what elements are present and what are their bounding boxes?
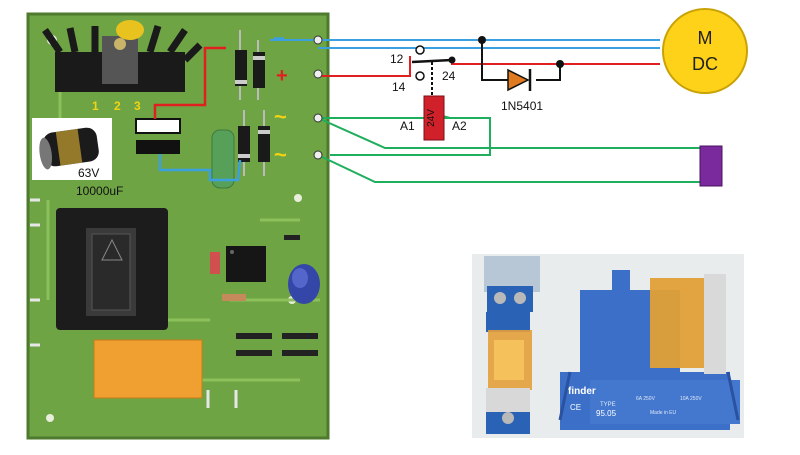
relay-coil-body	[423, 95, 445, 141]
blue-capacitor	[288, 264, 320, 304]
relay-type-label: TYPE	[600, 402, 616, 408]
diode-triangle	[507, 68, 530, 92]
contact-no	[415, 71, 425, 81]
ac-label-2: ~	[274, 142, 287, 167]
dc-motor: M DC	[662, 8, 748, 94]
transformer	[56, 208, 168, 330]
wire-blue-minus	[270, 39, 660, 49]
contact-nc	[415, 45, 425, 55]
capacitor-voltage: 63V	[78, 166, 99, 180]
pin-label-1: 1	[92, 99, 99, 113]
minus-label: −	[273, 28, 285, 50]
capacitor-inset: 63V	[32, 118, 112, 180]
switch-lever	[411, 58, 453, 64]
terminal-pins	[30, 198, 238, 408]
coil-pin-a1: A1	[400, 119, 415, 133]
capacitor-capacitance: 10000uF	[76, 184, 123, 198]
heatsink	[42, 20, 203, 92]
relay-type-number: 95.05	[596, 409, 617, 418]
small-diodes	[236, 235, 318, 356]
motor-label-m: M	[698, 28, 713, 48]
purple-load	[699, 145, 723, 187]
wire-blue-pcb	[158, 154, 242, 182]
relay-side-view	[484, 256, 540, 434]
relay-coil-label: 24V	[426, 109, 437, 127]
pcb-terminals	[313, 35, 323, 160]
bracket-top	[135, 118, 181, 134]
pcb-diodes	[235, 30, 270, 176]
relay-country: Made in EU	[650, 410, 677, 416]
relay-switch-contact	[411, 45, 456, 95]
yellow-capacitor	[116, 20, 144, 40]
relay-brand: finder	[568, 386, 596, 397]
pin-24-label: 24	[442, 69, 456, 83]
ac-label-1: ~	[274, 104, 287, 129]
pcb-edge	[26, 12, 330, 440]
diode-label: 1N5401	[501, 99, 543, 113]
motor-circle	[662, 8, 748, 94]
pcb-photo: 1 2 3	[26, 12, 330, 440]
coil-pin-a2: A2	[452, 119, 467, 133]
small-resistor	[222, 294, 246, 301]
plus-label: +	[276, 65, 288, 87]
wire-red-pcb	[153, 46, 226, 119]
bracket-bottom	[136, 140, 180, 154]
relay-rating-a: 6A 250V	[636, 396, 656, 402]
pin-label-2: 2	[114, 99, 121, 113]
electrolytic-capacitor-photo	[39, 127, 99, 170]
relay-ce-mark: CE	[570, 403, 581, 412]
pin-label-3: 3	[134, 99, 141, 113]
motor-label-dc: DC	[692, 54, 718, 74]
relay-socket-photo: finder TYPE 95.05 CE 6A 250V 10A 250V Ma…	[472, 254, 744, 438]
pin-14-label: 14	[392, 80, 406, 94]
relay-coil: 24V	[423, 95, 445, 141]
green-resistor	[211, 129, 235, 189]
relay-socket-body	[558, 270, 740, 430]
wire-green-ac	[317, 110, 700, 183]
red-component	[210, 252, 220, 274]
pin-12-label: 12	[390, 52, 404, 66]
wire-red-plus	[320, 56, 660, 77]
flyback-diode	[478, 36, 564, 92]
mounting-hole	[46, 414, 54, 422]
relay-rating-b: 10A 250V	[680, 396, 702, 402]
orange-block	[93, 339, 203, 399]
mounting-hole	[294, 194, 302, 202]
ic-chip	[226, 246, 266, 282]
